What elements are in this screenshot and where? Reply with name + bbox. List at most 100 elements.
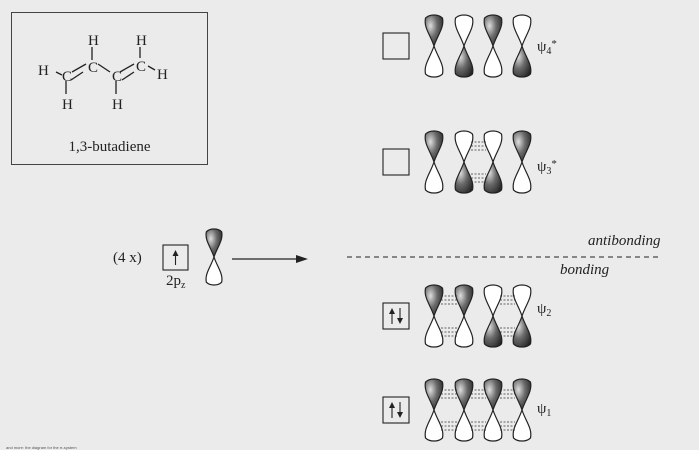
atom-h-c2-up: H: [88, 33, 99, 49]
mo-psi1-overlap-top-3: [500, 389, 515, 399]
mo-psi4-electron-box-frame: [382, 32, 410, 60]
ao-p-orbital: [205, 228, 223, 286]
ao-orbital-label: 2pz: [166, 274, 185, 293]
mo-psi3-p2-top-lobe: [454, 130, 474, 164]
mo-psi1-p4-top-lobe: [512, 378, 532, 412]
atomic-orbital-group: [162, 228, 223, 286]
mo-psi1-p1-top-lobe: [424, 378, 444, 412]
ao-electron-box-electron-up-head: [172, 250, 179, 256]
reaction-arrow: [232, 255, 308, 263]
mo-psi1-p2-bottom-lobe: [454, 408, 474, 442]
mo-psi4-electron-box: [382, 32, 410, 60]
ao-electron-box: [162, 244, 189, 271]
mo-psi2-p3-bottom-lobe: [483, 314, 503, 348]
mo-psi4-p1-bottom-lobe: [424, 44, 444, 78]
mo-psi1-overlap-bottom-3: [500, 421, 515, 431]
mo-psi1-p1-bottom-lobe: [424, 408, 444, 442]
atom-h-left: H: [38, 63, 49, 79]
mo-psi2-p3-top-lobe: [483, 284, 503, 318]
mo-psi4-p3-bottom-lobe: [483, 44, 503, 78]
ao-orbital-subscript: z: [181, 280, 186, 291]
mo-psi3-p3-bottom-lobe: [483, 160, 503, 194]
mo-psi2-overlap-bottom-1: [441, 327, 457, 337]
mo-psi2-electron-box-electron-up-head: [389, 308, 395, 314]
mo-psi3-overlap-top-2: [471, 141, 486, 151]
psi3-star: *: [551, 158, 557, 170]
mo-psi2-electron-box-electron-down-head: [397, 318, 403, 324]
butadiene-bonds: [55, 47, 156, 94]
mo-psi3-electron-box-frame: [382, 148, 410, 176]
mo-psi3-electron-box: [382, 148, 410, 176]
mo-psi4-p3: [483, 14, 503, 78]
mo-psi3-p2-bottom-lobe: [454, 160, 474, 194]
psi3-subscript: 3: [546, 166, 552, 177]
molecule-name: 1,3-butadiene: [68, 139, 151, 155]
mo-psi2-p1-bottom-lobe: [424, 314, 444, 348]
mo-psi2-overlap-top-1: [441, 295, 457, 305]
atom-h-c4-up: H: [136, 33, 147, 49]
atom-h-c1-down: H: [62, 97, 73, 113]
atom-c1: C: [62, 69, 73, 85]
mo-psi2-p3: [483, 284, 503, 348]
mo-psi4-p2-top-lobe: [454, 14, 474, 48]
mo-psi1-electron-box-electron-up-head: [389, 402, 395, 408]
mo-psi3-p4-bottom-lobe: [512, 160, 532, 194]
mo-psi2-p4-bottom-lobe: [512, 314, 532, 348]
mo-psi1-electron-box: [382, 396, 410, 424]
mo-psi1-p1: [424, 378, 444, 442]
ao-electron-box-frame: [162, 244, 189, 271]
mo-psi4-p4-bottom-lobe: [512, 44, 532, 78]
mo-row-psi1: [382, 378, 532, 442]
mo-psi1-p4: [512, 378, 532, 442]
psi2-subscript: 2: [546, 308, 552, 319]
mo-psi1-overlap-top-2: [471, 389, 486, 399]
atom-c4: C: [136, 59, 147, 75]
psi1-symbol: ψ: [537, 401, 547, 417]
mo-psi4-p4: [512, 14, 532, 78]
mo-psi2-electron-box: [382, 302, 410, 330]
mo-label-psi1: ψ1: [537, 402, 551, 421]
mo-psi1-p3-top-lobe: [483, 378, 503, 412]
mo-label-psi2: ψ2: [537, 302, 551, 321]
mo-psi3-p1-bottom-lobe: [424, 160, 444, 194]
mo-row-psi4: [382, 14, 532, 78]
ao-orbital-text: 2p: [166, 273, 181, 289]
psi4-subscript: 4: [546, 46, 552, 57]
mo-psi1-p4-bottom-lobe: [512, 408, 532, 442]
mo-psi2-overlap-bottom-3: [500, 327, 515, 337]
mo-psi2-p2: [454, 284, 474, 348]
ao-p-orbital-top-lobe: [205, 228, 223, 259]
molecule-structure-box: H C H H C C H H C H 1,3-butadiene: [11, 12, 208, 165]
mo-psi4-p1-top-lobe: [424, 14, 444, 48]
mo-psi2-p1: [424, 284, 444, 348]
footer-caption: and more: the diagram for the π-system: [6, 445, 77, 450]
mo-psi2-overlap-top-3: [500, 295, 515, 305]
mo-psi2-p1-top-lobe: [424, 284, 444, 318]
mo-psi2-p2-top-lobe: [454, 284, 474, 318]
mo-psi3-p4: [512, 130, 532, 194]
psi1-subscript: 1: [546, 408, 552, 419]
mo-psi4-p2: [454, 14, 474, 78]
mo-psi1-overlap-bottom-2: [471, 421, 486, 431]
molecular-orbitals-group: [382, 14, 532, 442]
mo-label-psi4: ψ4*: [537, 37, 557, 59]
psi4-star: *: [551, 38, 557, 50]
mo-psi4-p1: [424, 14, 444, 78]
mo-psi2-electron-box-frame: [382, 302, 410, 330]
mo-label-psi3: ψ3*: [537, 157, 557, 179]
mo-psi1-electron-box-electron-down-head: [397, 412, 403, 418]
mo-psi3-overlap-bottom-2: [471, 173, 486, 183]
psi4-symbol: ψ: [537, 39, 547, 55]
antibonding-label: antibonding: [588, 233, 661, 249]
bonding-label: bonding: [560, 262, 610, 278]
mo-psi1-electron-box-frame: [382, 396, 410, 424]
atom-c3: C: [112, 69, 123, 85]
mo-psi3-p4-top-lobe: [512, 130, 532, 164]
psi2-symbol: ψ: [537, 301, 547, 317]
mo-psi2-p4-top-lobe: [512, 284, 532, 318]
mo-psi1-p3: [483, 378, 503, 442]
mo-psi4-p3-top-lobe: [483, 14, 503, 48]
mo-psi4-p2-bottom-lobe: [454, 44, 474, 78]
mo-psi3-p1: [424, 130, 444, 194]
